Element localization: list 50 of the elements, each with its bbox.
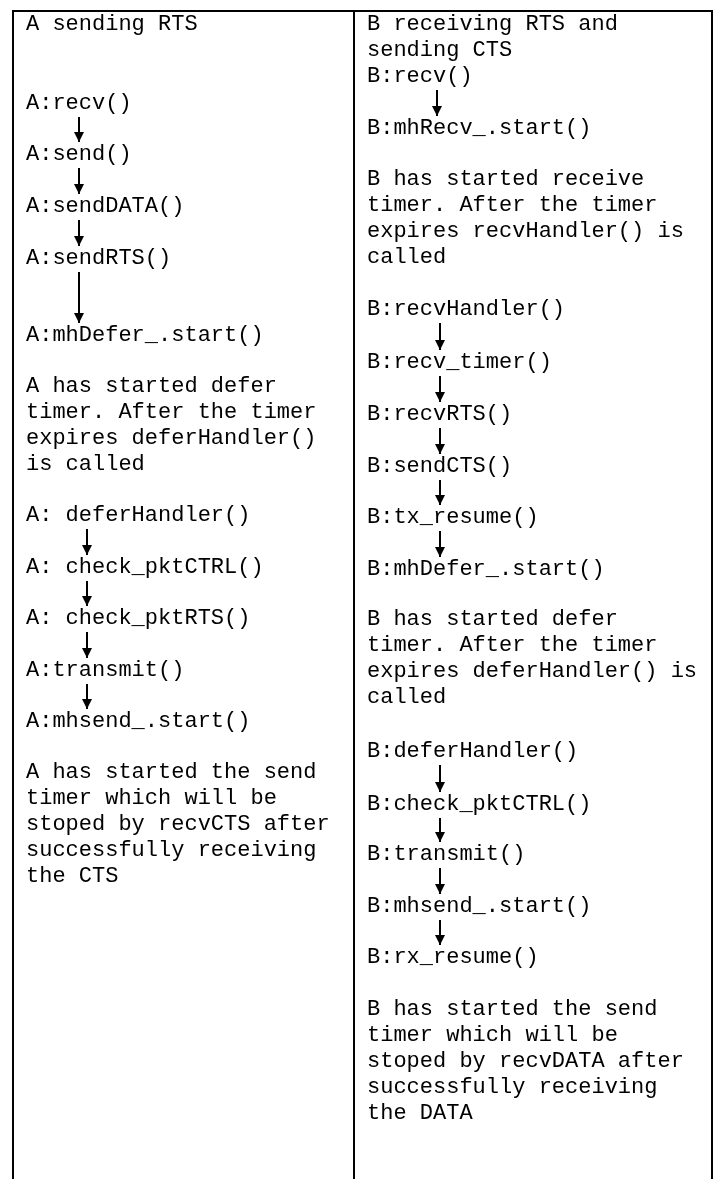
- note-text: B has started receive timer. After the timer expires recvHandler() is called: [367, 167, 685, 271]
- function-call: A: check_pktRTS(): [26, 606, 251, 632]
- function-call: A: check_pktCTRL(): [26, 555, 264, 581]
- arrow: [435, 427, 445, 455]
- arrow: [435, 530, 445, 558]
- function-call: A:mhsend_.start(): [26, 709, 251, 735]
- function-call: B:recvRTS(): [367, 402, 513, 428]
- table-column: [12, 10, 355, 1179]
- function-call: B:check_pktCTRL(): [367, 792, 592, 818]
- arrow: [435, 867, 445, 895]
- arrow: [82, 683, 92, 710]
- arrow: [435, 375, 445, 403]
- arrow: [74, 116, 84, 143]
- arrow: [432, 89, 442, 117]
- arrow: [435, 764, 445, 793]
- table-column: [355, 10, 713, 1179]
- function-call: A:recv(): [26, 91, 132, 117]
- function-call: A:sendRTS(): [26, 246, 172, 272]
- note-text: A has started defer timer. After the timer expires deferHandler() is called: [26, 374, 318, 478]
- column-heading: A sending RTS: [26, 12, 199, 38]
- note-text: B has started defer timer. After the timer expires deferHandler() is called: [367, 607, 699, 711]
- arrow: [435, 322, 445, 351]
- arrow: [74, 271, 84, 324]
- function-call: B:recv(): [367, 64, 473, 90]
- function-call: B:mhsend_.start(): [367, 894, 592, 920]
- function-call: B:recvHandler(): [367, 297, 566, 323]
- function-call: B:deferHandler(): [367, 739, 579, 765]
- function-call: B:mhRecv_.start(): [367, 116, 592, 142]
- function-call: B:mhDefer_.start(): [367, 557, 605, 583]
- note-text: A has started the send timer which will be stoped by recvCTS after successfully receiving the CTS: [26, 760, 331, 890]
- arrow: [74, 219, 84, 247]
- arrow: [74, 167, 84, 195]
- function-call: A:sendDATA(): [26, 194, 185, 220]
- arrow: [435, 919, 445, 946]
- note-text: B has started the send timer which will be stoped by recvDATA after successfully receiving the DATA: [367, 997, 685, 1127]
- arrow: [82, 528, 92, 556]
- function-call: B:recv_timer(): [367, 350, 552, 376]
- function-call: A:send(): [26, 142, 132, 168]
- function-call: A: deferHandler(): [26, 503, 251, 529]
- arrow: [82, 631, 92, 659]
- arrow: [82, 580, 92, 607]
- arrow: [435, 479, 445, 506]
- function-call: B:rx_resume(): [367, 945, 539, 971]
- column-heading: B receiving RTS and sending CTS: [367, 12, 619, 64]
- function-call: B:transmit(): [367, 842, 526, 868]
- function-call: A:transmit(): [26, 658, 185, 684]
- function-call: B:sendCTS(): [367, 454, 513, 480]
- function-call: B:tx_resume(): [367, 505, 539, 531]
- function-call: A:mhDefer_.start(): [26, 323, 264, 349]
- arrow: [435, 817, 445, 843]
